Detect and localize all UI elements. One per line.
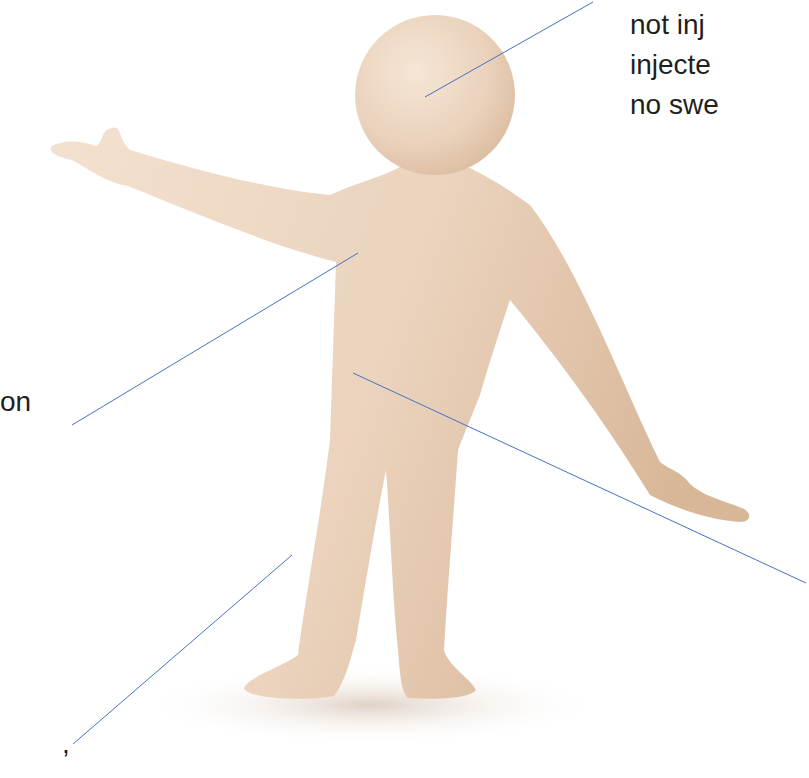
callout-text: injecte [630,48,711,82]
callout-text: no swe [630,88,719,122]
leader-line [72,253,358,425]
callout-text: , [62,727,70,761]
figure-body [51,128,750,699]
callout-text: on [0,385,31,419]
figure-head [355,15,515,175]
callout-text: not inj [630,8,705,42]
floor-shadow [140,665,600,745]
leader-line [353,373,806,583]
leader-line [73,555,292,744]
leader-line [425,2,593,97]
